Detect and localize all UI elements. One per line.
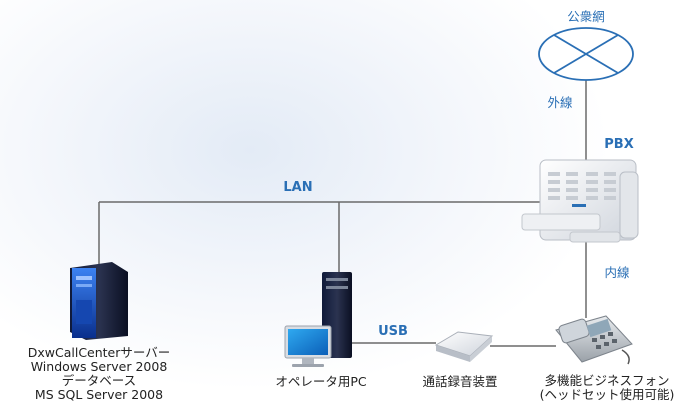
server-caption-line-2: Windows Server 2008 — [30, 359, 168, 374]
server-caption: DxwCallCenterサーバー Windows Server 2008 デー… — [28, 346, 171, 402]
server-caption-line-1: DxwCallCenterサーバー — [27, 345, 171, 360]
outer-line-label: 外線 — [547, 95, 573, 110]
lan-label: LAN — [283, 180, 313, 195]
public-network-label: 公衆網 — [567, 9, 605, 24]
operator-pc-label: オペレータ用PC — [275, 374, 367, 389]
phone-caption-line-1: 多機能ビジネスフォン — [544, 373, 670, 388]
business-phone — [555, 315, 633, 365]
usb-label: USB — [378, 324, 408, 339]
inner-line-label: 内線 — [604, 265, 630, 280]
operator-pc — [284, 272, 352, 367]
pbx-device — [521, 159, 639, 243]
pbx-label: PBX — [604, 137, 634, 152]
recorder-label: 通話録音装置 — [422, 374, 498, 389]
phone-caption: 多機能ビジネスフォン (ヘッドセット使用可能) — [540, 374, 675, 402]
call-recorder — [434, 331, 494, 362]
server-caption-line-3: データベース — [61, 373, 137, 388]
server-tower — [70, 262, 128, 340]
phone-caption-line-2: (ヘッドセット使用可能) — [539, 387, 675, 402]
connector-lines — [98, 80, 587, 347]
public-network-symbol — [538, 27, 634, 81]
server-caption-line-4: MS SQL Server 2008 — [34, 387, 164, 402]
